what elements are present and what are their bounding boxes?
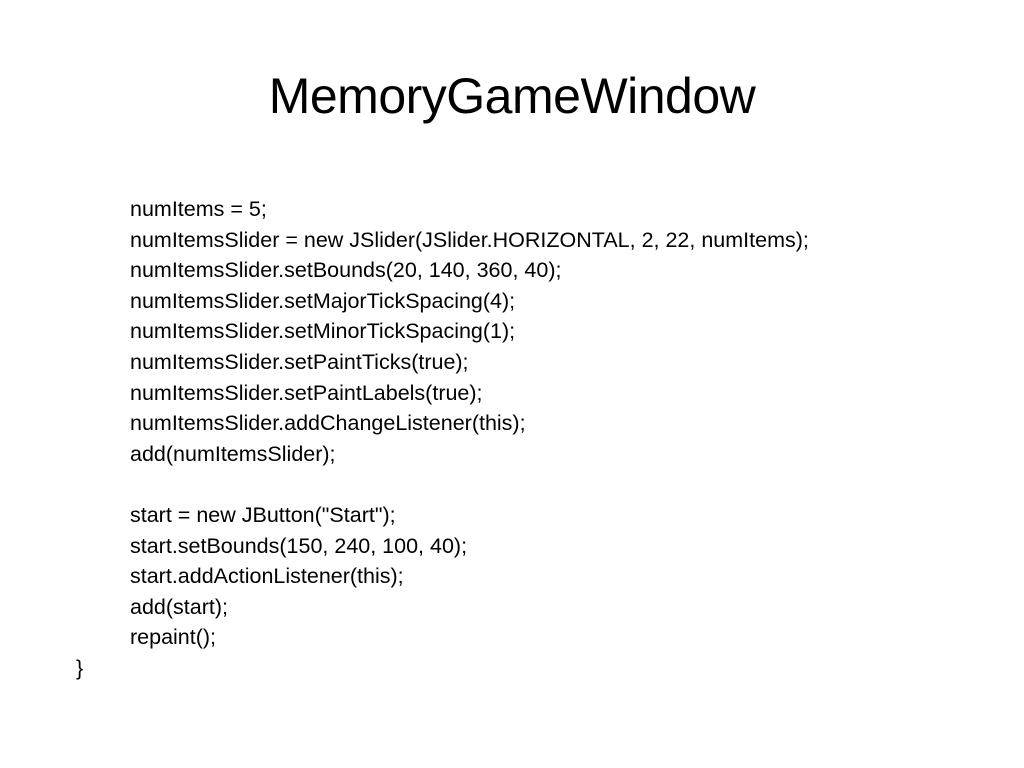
code-line: start = new JButton("Start"); <box>130 502 396 527</box>
slide-title: MemoryGameWindow <box>268 68 756 124</box>
code-line: numItemsSlider.setMinorTickSpacing(1); <box>130 319 516 344</box>
code-line: numItemsSlider.setPaintTicks(true); <box>130 349 469 374</box>
code-line: numItemsSlider.setBounds(20, 140, 360, 4… <box>130 258 562 283</box>
code-line: repaint(); <box>130 625 217 650</box>
code-line: add(numItemsSlider); <box>130 441 336 466</box>
code-line: numItemsSlider = new JSlider(JSlider.HOR… <box>130 227 809 252</box>
blank-line <box>0 469 1024 500</box>
code-block: numItems = 5; numItemsSlider = new JSlid… <box>0 194 1024 684</box>
code-line: numItemsSlider.setPaintLabels(true); <box>130 380 483 405</box>
closing-brace: } <box>76 655 84 680</box>
code-line: add(start); <box>130 594 228 619</box>
code-line: start.setBounds(150, 240, 100, 40); <box>130 533 468 558</box>
code-line: numItemsSlider.setMajorTickSpacing(4); <box>130 288 516 313</box>
code-line: numItemsSlider.addChangeListener(this); <box>130 411 526 436</box>
code-line: start.addActionListener(this); <box>130 564 404 589</box>
code-line: numItems = 5; <box>130 197 267 221</box>
